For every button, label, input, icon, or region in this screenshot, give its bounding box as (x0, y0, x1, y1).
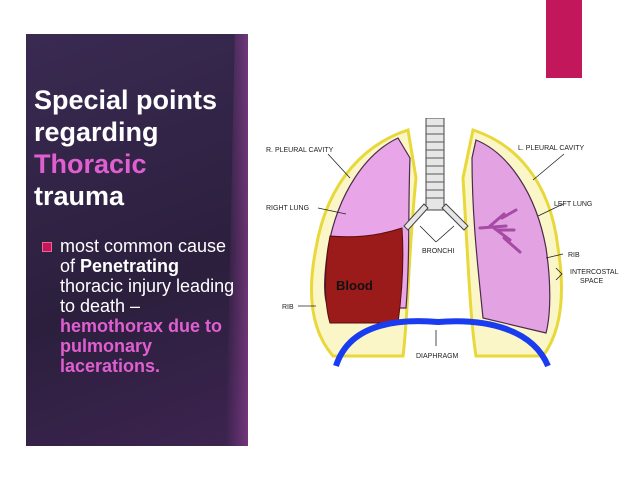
blood-region (325, 227, 404, 324)
label-r-pleural: R. PLEURAL CAVITY (266, 147, 334, 154)
bullet-bold: Penetrating (80, 256, 180, 276)
label-rib-right: RIB (282, 304, 294, 311)
label-diaphragm: DIAPHRAGM (416, 353, 459, 360)
label-l-pleural: L. PLEURAL CAVITY (518, 145, 584, 152)
label-blood: Blood (336, 278, 373, 293)
bullet-text: most common cause of Penetrating thoraci… (60, 236, 238, 376)
diaphragm-line (333, 318, 551, 368)
thorax-diagram: R. PLEURAL CAVITY L. PLEURAL CAVITY RIGH… (258, 118, 622, 372)
bullet-marker-icon (42, 242, 52, 252)
label-left-lung: LEFT LUNG (554, 201, 592, 208)
accent-bar (546, 0, 582, 78)
label-bronchi: BRONCHI (422, 248, 454, 255)
title-line-4: trauma (34, 181, 125, 211)
label-right-lung: RIGHT LUNG (266, 205, 309, 212)
bullet-item: most common cause of Penetrating thoraci… (42, 236, 238, 376)
title-panel (26, 34, 248, 446)
bullet-highlight: hemothorax due to pulmonary lacerations. (60, 316, 223, 376)
title-line-3: Thoracic (34, 149, 147, 179)
title-line-2: regarding (34, 117, 159, 147)
title-line-1: Special points (34, 85, 218, 115)
thorax-svg: R. PLEURAL CAVITY L. PLEURAL CAVITY RIGH… (258, 118, 622, 372)
label-rib-left: RIB (568, 252, 580, 259)
left-lung (471, 139, 551, 334)
label-intercostal-2: SPACE (580, 278, 604, 285)
slide-title: Special points regarding Thoracic trauma (34, 84, 244, 212)
label-intercostal-1: INTERCOSTAL (570, 269, 619, 276)
bullet-part-2: thoracic injury leading to death – (60, 276, 235, 316)
bullet-part-1: most common cause of (60, 236, 227, 276)
